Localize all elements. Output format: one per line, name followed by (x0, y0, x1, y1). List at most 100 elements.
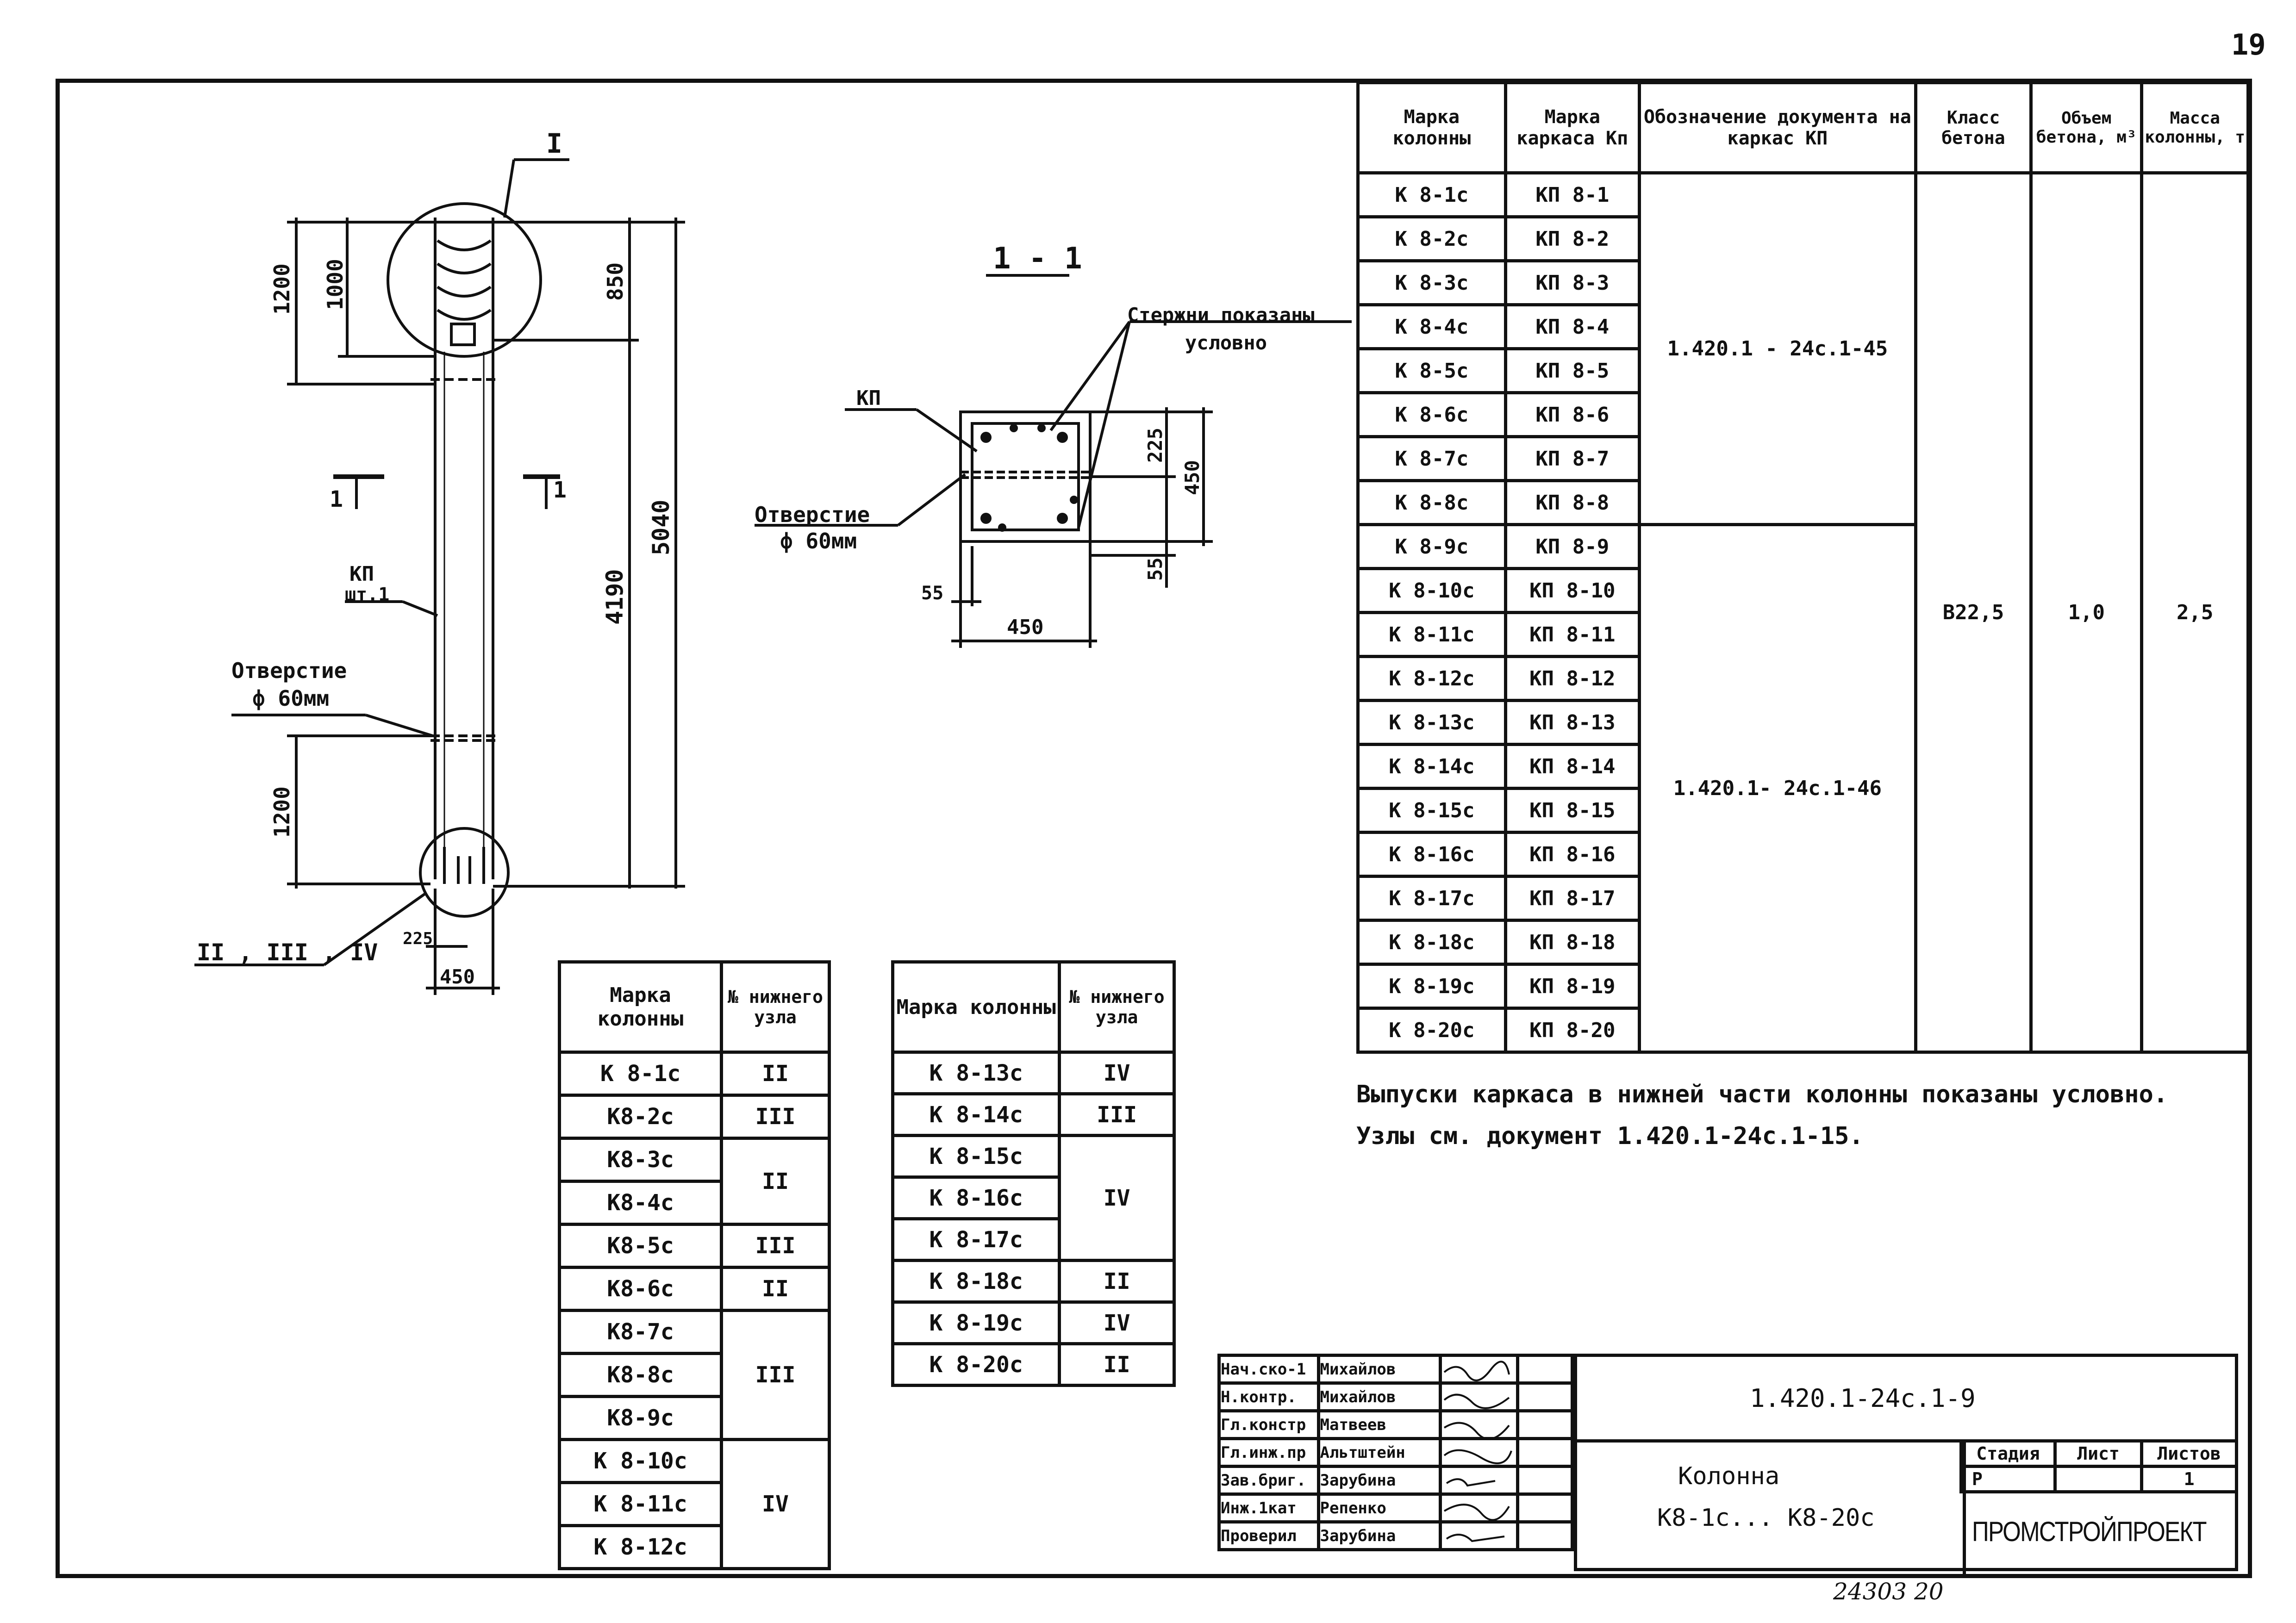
company-name: ПРОМСТРОЙПРОЕКТ (1972, 1516, 2207, 1547)
column-mark-cell: К 8-13с (1356, 699, 1507, 746)
dim-450-bottom: 450 (440, 965, 475, 988)
document-group-2: 1.420.1- 24с.1-46 (1637, 523, 1917, 1054)
note-line-1: Выпуски каркаса в нижней части колонны п… (1356, 1081, 2168, 1108)
table-row: К 8-9с КП 8-9 1.420.1- 24с.1-46 (1356, 523, 2248, 1054)
title-block-main (1574, 1354, 2238, 1574)
role-cell: Гл.инж.пр (1217, 1437, 1320, 1468)
node-table-1-header: Марка колонны № нижнего узла (557, 960, 831, 1054)
node-cell: IV (1058, 1051, 1176, 1095)
column-mark-cell: К8-2с (557, 1094, 724, 1140)
column-mark-cell: К 8-15с (1356, 787, 1507, 834)
column-mark-cell: К 8-6с (1356, 391, 1507, 438)
table-row: К8-9с (557, 1395, 830, 1441)
table-row: К8-4с (557, 1180, 830, 1226)
column-mark-cell: К 8-11с (557, 1481, 724, 1527)
spec-table-header-row: Марка колонны Марка каркаса Кп Обозначен… (1356, 81, 2250, 174)
section-dim-55-vertical: 55 (1144, 557, 1167, 581)
column-mark-cell: К 8-10с (1356, 567, 1507, 614)
column-mark-cell: К 8-19с (1356, 963, 1507, 1010)
elevation-section-mark-top: I (546, 128, 562, 159)
sheets-header: Листов (2140, 1439, 2238, 1468)
drawing-name-line-2: К8-1с... К8-20с (1657, 1504, 1875, 1532)
column-mark-cell: К 8-3с (1356, 259, 1507, 306)
cage-mark-cell: КП 8-14 (1504, 743, 1641, 790)
cage-mark-cell: КП 8-4 (1504, 303, 1641, 350)
column-mark-cell: К 8-5с (1356, 347, 1507, 394)
column-mark-cell: К 8-12с (557, 1524, 724, 1570)
header-column-mark: Марка колонны (1356, 81, 1507, 174)
dim-1200-top: 1200 (269, 263, 294, 315)
column-mark-cell: К 8-20с (891, 1342, 1061, 1387)
cage-mark-cell: КП 8-12 (1504, 655, 1641, 702)
cage-mark-cell: КП 8-6 (1504, 391, 1641, 438)
role-cell: Зав.бриг. (1217, 1465, 1320, 1496)
table-row: К 8-12с (557, 1524, 830, 1570)
stage-value-row: Р 1 (1959, 1465, 2238, 1493)
node-cell: III (720, 1223, 831, 1269)
section-dim-55-horizontal: 55 (921, 583, 943, 604)
node-table-2-header-node: № нижнего узла (1058, 960, 1176, 1054)
dim-1200-bottom: 1200 (269, 786, 294, 838)
name-cell: Матвеев (1316, 1409, 1442, 1440)
column-mark-cell: К 8-16с (1356, 831, 1507, 878)
role-cell: Н.контр. (1217, 1381, 1320, 1412)
table-row: К 8-16с (891, 1175, 1174, 1220)
node-table-2-header-mark: Марка колонны (891, 960, 1061, 1054)
drawing-frame (56, 79, 2252, 1578)
node-cell: IV (720, 1438, 831, 1570)
node-table-1-header-node: № нижнего узла (720, 960, 831, 1054)
kp-qty: шт.1 (345, 584, 389, 605)
cage-mark-cell: КП 8-20 (1504, 1007, 1641, 1054)
column-mark-cell: К8-6с (557, 1266, 724, 1312)
column-mark-cell: К 8-4с (1356, 303, 1507, 350)
cage-mark-cell: КП 8-18 (1504, 919, 1641, 966)
cage-mark-cell: КП 8-3 (1504, 259, 1641, 306)
cage-mark-cell: КП 8-11 (1504, 611, 1641, 658)
role-cell: Проверил (1217, 1520, 1320, 1551)
sheets-value: 1 (2140, 1465, 2238, 1493)
date-cell (1516, 1437, 1574, 1468)
column-mark-cell: К 8-2с (1356, 215, 1507, 262)
column-spec-table: Марка колонны Марка каркаса Кп Обозначен… (1356, 81, 2250, 1054)
cage-mark-cell: КП 8-9 (1504, 523, 1641, 570)
role-cell: Инж.1кат (1217, 1492, 1320, 1524)
dim-225-bottom: 225 (403, 929, 433, 948)
header-column-mass: Масса колонны, т (2140, 81, 2250, 174)
column-mark-cell: К8-4с (557, 1180, 724, 1226)
sheet-header: Лист (2053, 1439, 2144, 1468)
table-row: К 8-11с (557, 1481, 830, 1527)
dim-850: 850 (603, 262, 628, 301)
column-mark-cell: К 8-14с (1356, 743, 1507, 790)
table-row: К8-8с (557, 1352, 830, 1398)
column-mark-cell: К 8-8с (1356, 479, 1507, 526)
signature-cell (1439, 1437, 1520, 1468)
document-code: 1.420.1-24с.1-9 (1750, 1384, 1976, 1413)
rebar-dots (980, 424, 1078, 532)
stage-header-row: Стадия Лист Листов (1959, 1439, 2238, 1468)
header-concrete-volume: Объем бетона, м³ (2029, 81, 2144, 174)
signature-row: Зав.бриг.Зарубина (1217, 1465, 1574, 1496)
stage-header: Стадия (1959, 1439, 2057, 1468)
column-mark-cell: К 8-17с (1356, 875, 1507, 922)
node-cell: II (1058, 1259, 1176, 1304)
table-row: К 8-1с КП 8-1 1.420.1 - 24с.1-45 В22,5 1… (1356, 171, 2250, 1054)
node-cell: III (1058, 1092, 1176, 1137)
date-cell (1516, 1520, 1574, 1551)
column-mark-cell: К 8-10с (557, 1438, 724, 1484)
